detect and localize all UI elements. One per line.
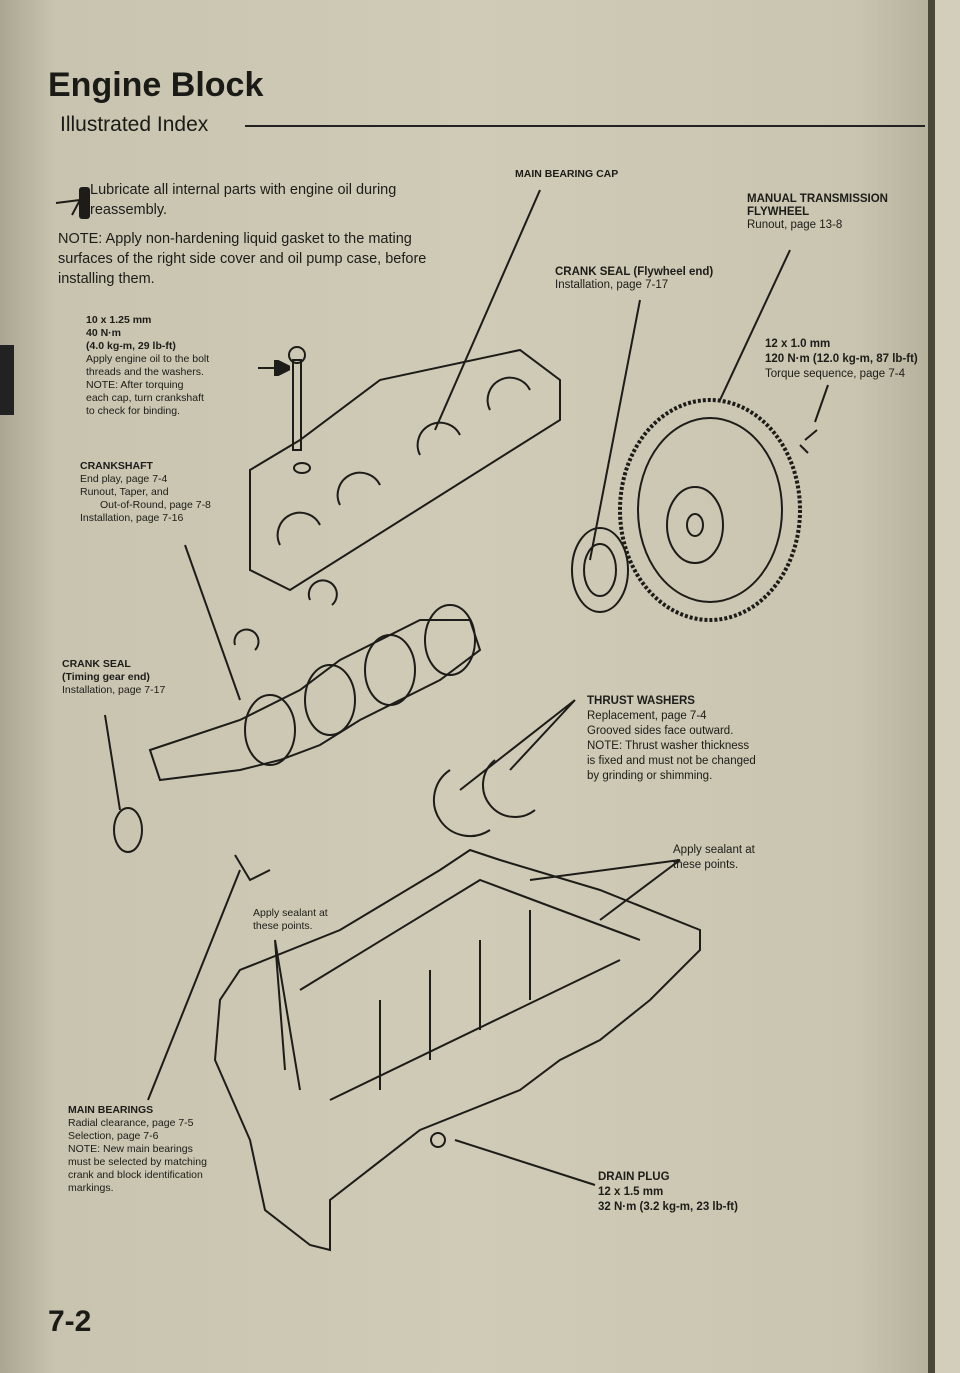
title-rule — [245, 125, 925, 127]
oil-pointer-icon — [55, 198, 82, 216]
oil-can-icon — [79, 187, 90, 219]
crank-seal-timing-drawing — [113, 807, 143, 853]
cap-bolt-drawing — [292, 359, 302, 451]
gasket-note: NOTE: Apply non-hardening liquid gasket … — [58, 231, 427, 287]
page-number: 7-2 — [48, 1305, 92, 1338]
crank-seal-timing-callout: CRANK SEAL(Timing gear end) Installation… — [62, 658, 166, 696]
crank-seal-flywheel-drawing — [571, 527, 629, 613]
adjacent-page — [935, 0, 960, 1373]
flywheel-drawing — [618, 398, 802, 622]
main-bearing-cap-drawing — [249, 348, 561, 592]
page-title: Engine Block — [48, 66, 264, 104]
lubricate-note: Lubricate all internal parts with engine… — [90, 182, 397, 218]
crank-seal-flywheel-callout: CRANK SEAL (Flywheel end) Installation, … — [555, 266, 714, 291]
main-bearing-cap-label: MAIN BEARING CAP — [515, 168, 619, 180]
main-bearing-shell-drawing — [234, 854, 271, 882]
main-bearings-callout: MAIN BEARINGS Radial clearance, page 7-5… — [68, 1104, 207, 1194]
flywheel-bolt-drawing — [799, 429, 818, 454]
crankshaft-drawing — [148, 619, 482, 782]
engine-block-drawing — [213, 848, 701, 1252]
page-subtitle: Illustrated Index — [60, 113, 209, 136]
section-tab — [0, 345, 14, 415]
page-binding-edge — [928, 0, 936, 1373]
